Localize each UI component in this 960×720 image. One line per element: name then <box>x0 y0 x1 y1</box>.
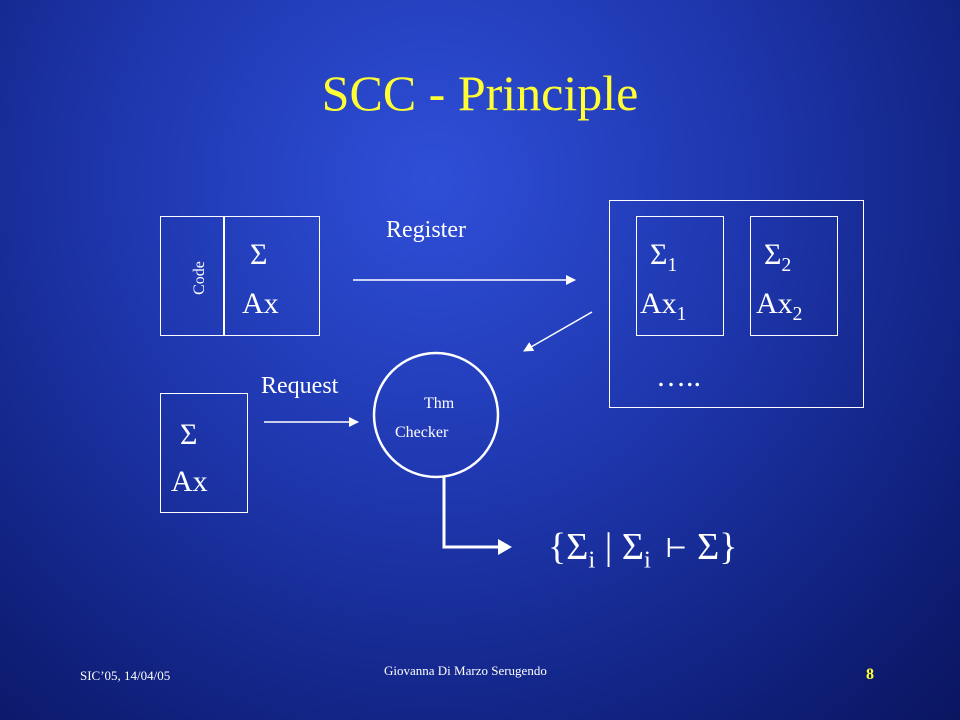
registry-ax-2: Ax2 <box>756 287 803 325</box>
component-sigma: Σ <box>250 238 268 271</box>
registry-box <box>609 200 864 408</box>
output-arrow <box>442 477 508 549</box>
thm-checker-line2: Checker <box>395 424 449 441</box>
registry-sigma-1: Σ1 <box>650 238 678 276</box>
request-label: Request <box>261 373 339 399</box>
footer-center: Giovanna Di Marzo Serugendo <box>384 663 547 678</box>
component-box <box>160 216 320 336</box>
result-set: {Σi | Σi⊢Σ} <box>548 526 738 574</box>
page-number: 8 <box>866 666 874 683</box>
registry-to-checker-arrow <box>523 311 593 352</box>
thm-checker-line1: Thm <box>424 395 455 412</box>
component-ax: Ax <box>242 287 279 320</box>
registry-entry-1 <box>636 216 724 336</box>
slide-title: SCC - Principle <box>321 65 639 121</box>
request-sigma: Σ <box>180 418 198 451</box>
registry-ellipsis: ….. <box>656 360 701 393</box>
thm-checker-circle <box>372 351 500 479</box>
component-box-divider <box>223 216 225 336</box>
request-box <box>160 393 248 513</box>
request-ax: Ax <box>171 465 208 498</box>
registry-sigma-2: Σ2 <box>764 238 792 276</box>
register-label: Register <box>386 217 466 243</box>
code-label: Code <box>191 261 208 295</box>
turnstile-symbol: ⊢ <box>664 534 688 563</box>
registry-entry-2 <box>750 216 838 336</box>
registry-ax-1: Ax1 <box>640 287 687 325</box>
footer-left: SIC’05, 14/04/05 <box>80 668 171 683</box>
